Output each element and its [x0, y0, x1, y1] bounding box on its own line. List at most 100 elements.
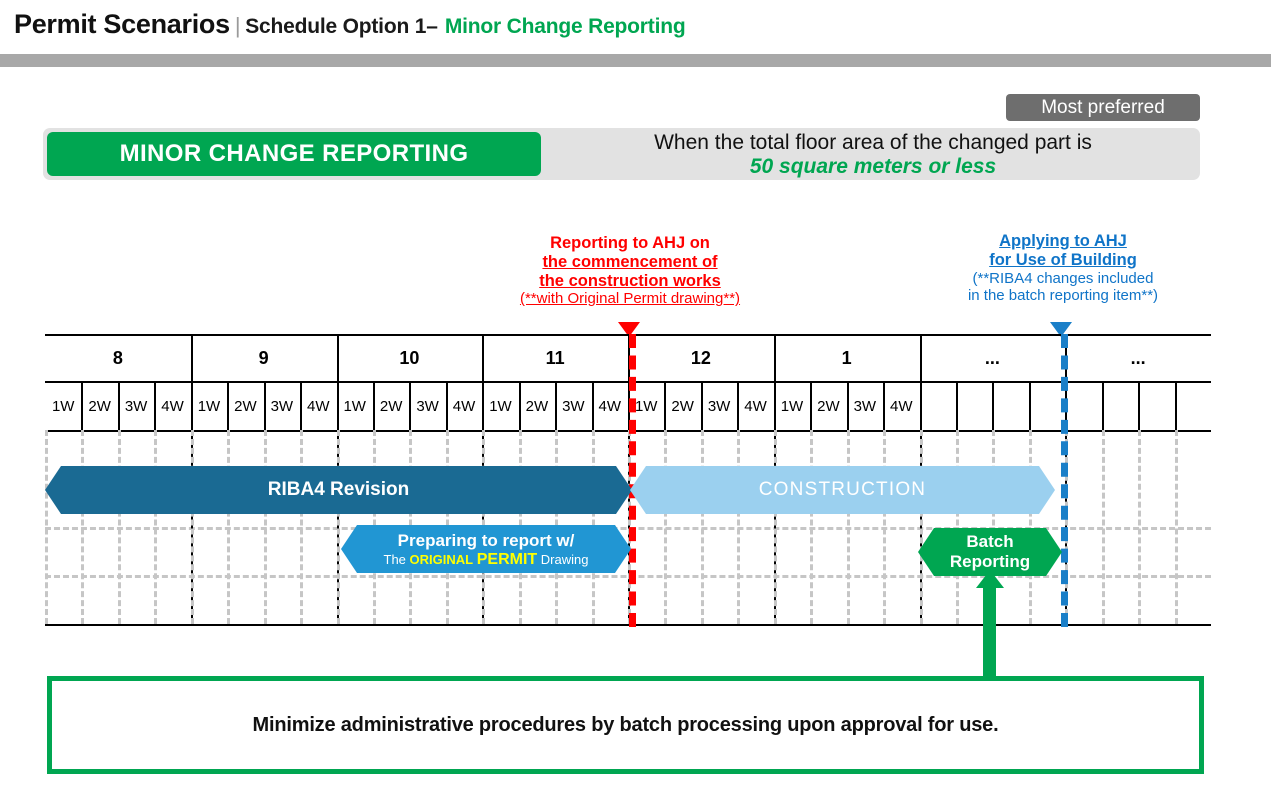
annotation-blue-line-4: in the batch reporting item**): [967, 286, 1159, 304]
timeline-week-label: 4W: [598, 398, 622, 415]
timeline-week-label: [1138, 391, 1174, 423]
timeline-week-separator: [664, 381, 667, 430]
annotation-red-line-4: (**with Original Permit drawing**): [519, 290, 741, 308]
timeline-week-separator: [409, 381, 412, 430]
timeline-week-separator: [883, 381, 886, 430]
timeline-week-separator: [263, 381, 266, 430]
timeline-week-gridline: [1174, 430, 1178, 624]
timeline-week-label: [920, 391, 956, 423]
timeline-month-label: ...: [1130, 348, 1146, 368]
timeline-week-label: 1W: [197, 398, 221, 415]
timeline-week-label: 2W: [234, 398, 257, 415]
milestone-line-red: [629, 334, 636, 627]
timeline-week-label: 3W: [124, 398, 148, 415]
timeline-week-gridline: [992, 430, 996, 624]
annotation-red-line-3: the construction works: [539, 271, 721, 290]
scenario-chip-label: MINOR CHANGE REPORTING: [47, 132, 541, 176]
timeline-week-gridline: [190, 430, 194, 624]
page-subtitle: Schedule Option 1–: [245, 15, 438, 38]
gantt-bar-construction[interactable]: CONSTRUCTION: [630, 466, 1055, 514]
marker-triangle-blue-icon: [1050, 322, 1072, 337]
title-bar: Permit Scenarios|Schedule Option 1– Mino…: [0, 0, 1271, 48]
timeline-week-gridline: [737, 430, 741, 624]
timeline-week-separator: [445, 381, 448, 430]
timeline-week-label: 1W: [634, 398, 658, 415]
timeline-week-label: [1175, 391, 1211, 423]
gantt-bar-prepare-line-1: Preparing to report w/: [397, 530, 575, 550]
timeline-month-label: 12: [690, 348, 711, 368]
page-title-accent: Minor Change Reporting: [444, 15, 686, 38]
timeline-week-gridline: [773, 430, 777, 624]
timeline-week-label: [956, 391, 992, 423]
timeline-week-label: 1W: [489, 398, 512, 415]
timeline-week-label: 2W: [817, 398, 840, 415]
timeline-week-separator: [518, 381, 521, 430]
callout-box: Minimize administrative procedures by ba…: [47, 676, 1204, 774]
annotation-red-line-1: Reporting to AHJ on: [550, 234, 710, 252]
timeline-week-label: [1102, 391, 1138, 423]
timeline-week-label: 3W: [270, 398, 294, 415]
gantt-bar-construction-label: CONSTRUCTION: [758, 479, 927, 500]
annotation-reporting-to-ahj: Reporting to AHJ on the commencement of …: [466, 234, 794, 307]
page-title-main: Permit Scenarios: [14, 9, 230, 39]
gantt-bar-prepare-line-2: The ORIGINAL PERMIT Drawing: [384, 551, 589, 568]
timeline-month-label: ...: [984, 348, 1000, 368]
timeline-week-label: 1W: [343, 398, 366, 415]
gantt-bar-riba4-revision[interactable]: RIBA4 Revision: [45, 466, 632, 514]
timeline-week-gridline: [1028, 430, 1032, 624]
condition-line-2: 50 square meters or less: [749, 155, 997, 178]
gantt-bar-batch-line-2: Reporting: [949, 552, 1031, 571]
timeline-week-gridline: [45, 430, 48, 624]
title-divider: [0, 54, 1271, 67]
prepare-highlight-permit: PERMIT: [476, 550, 538, 568]
condition-line-1: When the total floor area of the changed…: [654, 131, 1092, 154]
timeline-week-gridline: [1101, 430, 1105, 624]
timeline-week-label: 4W: [452, 398, 476, 415]
scenario-banner: MINOR CHANGE REPORTING When the total fl…: [43, 128, 1200, 180]
timeline-month-label: 9: [258, 348, 269, 368]
annotation-applying-to-ahj: Applying to AHJ for Use of Building (**R…: [928, 232, 1198, 304]
timeline-week-gridline: [846, 430, 850, 624]
annotation-red-line-2: the commencement of: [542, 252, 718, 271]
timeline-week-separator: [227, 381, 230, 430]
timeline-week-label: 3W: [707, 398, 731, 415]
timeline-week-label: 2W: [88, 398, 111, 415]
timeline-week-separator: [1174, 381, 1177, 430]
prepare-post: Drawing: [537, 551, 589, 567]
timeline-week-label: [992, 391, 1028, 423]
timeline-week-label: 2W: [671, 398, 694, 415]
timeline-month-label: 11: [545, 348, 565, 368]
timeline-week-separator: [1138, 381, 1141, 430]
annotation-blue-line-1: Applying to AHJ: [999, 232, 1127, 250]
timeline-week-separator: [81, 381, 84, 430]
grid-line-bottom: [45, 624, 1211, 626]
timeline-week-separator: [700, 381, 703, 430]
timeline-week-gridline: [955, 430, 959, 624]
gantt-bar-preparing-to-report[interactable]: Preparing to report w/ The ORIGINAL PERM…: [341, 525, 631, 573]
annotation-blue-line-3: (**RIBA4 changes included: [972, 269, 1154, 287]
timeline-week-label: [1065, 391, 1101, 423]
timeline-week-separator: [555, 381, 558, 430]
timeline-week-gridline: [919, 430, 923, 624]
timeline-week-gridline: [810, 430, 814, 624]
gantt-bar-batch-line-1: Batch: [966, 532, 1014, 551]
title-separator: |: [234, 13, 241, 38]
timeline-week-gridline: [154, 430, 158, 624]
callout-text: Minimize administrative procedures by ba…: [252, 713, 999, 736]
gantt-bar-riba4-label: RIBA4 Revision: [267, 479, 410, 500]
timeline-week-label: 2W: [379, 398, 403, 415]
prepare-highlight-original: ORIGINAL: [409, 551, 474, 567]
page-title: Permit Scenarios|Schedule Option 1– Mino…: [14, 9, 686, 40]
timeline-week-label: 4W: [161, 398, 184, 415]
gantt-bar-batch-reporting[interactable]: Batch Reporting: [918, 528, 1062, 576]
timeline-week-label: 4W: [890, 398, 913, 415]
marker-triangle-red-icon: [618, 322, 640, 337]
timeline-week-gridline: [336, 430, 340, 624]
timeline-week-separator: [591, 381, 594, 430]
timeline-week-separator: [154, 381, 157, 430]
timeline-week-label: 3W: [853, 398, 877, 415]
timeline-month-label: 10: [399, 348, 420, 368]
timeline-month-label: 1: [841, 348, 852, 368]
timeline-week-separator: [955, 381, 958, 430]
timeline-week-separator: [117, 381, 120, 430]
